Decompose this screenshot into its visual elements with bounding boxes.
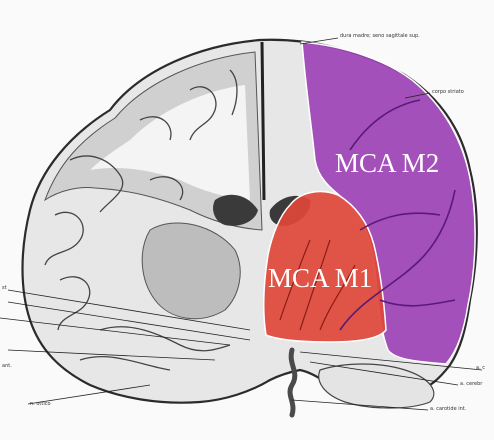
longitudinal-fissure xyxy=(262,42,264,200)
annotation-upper-right: corpo striato xyxy=(432,90,464,95)
annotation-top: dura madre; seno sagittale sup. xyxy=(340,34,420,39)
annotation-bottom-right-2: a. cerebr xyxy=(460,382,482,387)
annotation-bottom-left: n. ottico xyxy=(30,402,51,407)
label-mca-m1: MCA M1 xyxy=(268,265,372,292)
annotation-left-2: ant. xyxy=(2,364,12,369)
annotation-bottom-right-3: a. carotide int. xyxy=(430,407,466,412)
annotation-bottom-right-1: a. c xyxy=(476,366,485,371)
annotation-left-1: st xyxy=(2,286,7,291)
label-mca-m2: MCA M2 xyxy=(335,150,439,177)
